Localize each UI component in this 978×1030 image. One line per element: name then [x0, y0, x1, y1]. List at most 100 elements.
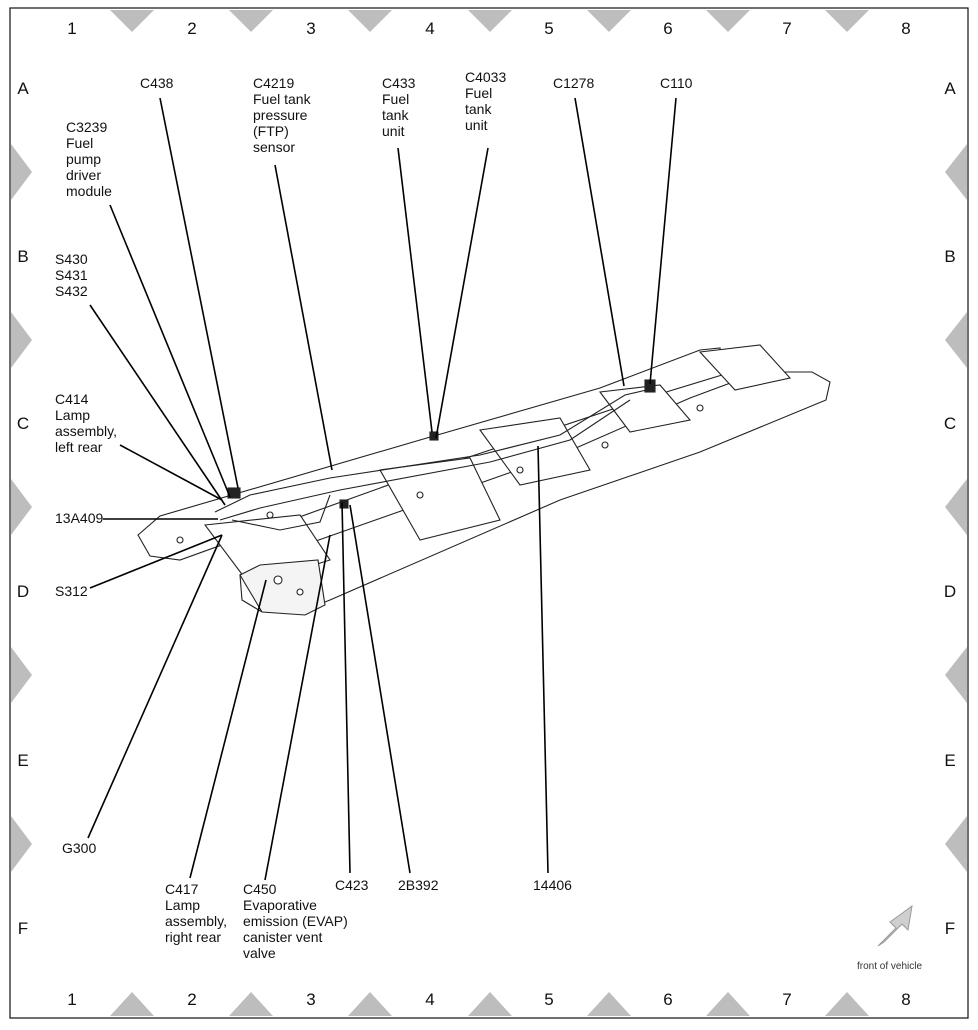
callout-c1278: C1278 [553, 75, 594, 91]
callout-g300: G300 [62, 840, 96, 856]
grid-bottom-triangle [706, 992, 750, 1016]
callout-g300-line: G300 [62, 840, 96, 856]
front-of-vehicle-arrow-icon [877, 904, 913, 947]
callout-c433-line: Fuel [382, 91, 409, 107]
grid-top-triangle [825, 10, 869, 32]
grid-column-top-6: 6 [663, 19, 672, 38]
callout-c3239-line: driver [66, 167, 101, 183]
grid-right-triangle [945, 816, 967, 872]
grid-top-triangle [587, 10, 631, 32]
grid-left-triangle [11, 647, 32, 703]
callout-c4219-line: C4219 [253, 75, 294, 91]
callout-c4219-line: Fuel tank [253, 91, 312, 107]
grid-top-triangle [110, 10, 154, 32]
grid-top-triangle [468, 10, 512, 32]
callout-c414-line: C414 [55, 391, 89, 407]
callout-c3239-line: pump [66, 151, 101, 167]
grid-bottom-triangle [229, 992, 273, 1016]
callout-c417-line: assembly, [165, 913, 227, 929]
grid-row-left-B: B [17, 247, 28, 266]
vehicle-frame-drawing [137, 344, 831, 616]
grid-left-triangle [11, 479, 32, 535]
grid-column-bottom-5: 5 [544, 990, 553, 1009]
callout-c4219-line: (FTP) [253, 123, 289, 139]
callout-c450-line: canister vent [243, 929, 322, 945]
grid-column-top-8: 8 [901, 19, 910, 38]
grid-bottom-triangle [348, 992, 392, 1016]
callout-s312-line: S312 [55, 583, 88, 599]
leader-line-c110 [649, 97, 677, 385]
callout-c4033-line: Fuel [465, 85, 492, 101]
front-of-vehicle-indicator: front of vehicle [857, 904, 922, 972]
grid-top-triangle [229, 10, 273, 32]
leader-line-c4033 [435, 147, 489, 439]
grid-row-left-A: A [17, 79, 29, 98]
callout-c433-line: unit [382, 123, 405, 139]
grid-row-left-F: F [18, 919, 28, 938]
leader-line-c450 [264, 534, 331, 881]
leader-line-c433 [397, 147, 433, 433]
grid-row-left-C: C [17, 414, 29, 433]
callout-s430-line: S431 [55, 267, 88, 283]
grid-row-right-F: F [945, 919, 955, 938]
grid-column-top-4: 4 [425, 19, 434, 38]
grid-column-top-5: 5 [544, 19, 553, 38]
grid-row-right-D: D [944, 582, 956, 601]
grid-bottom-triangle [825, 992, 869, 1016]
leader-line-2b392 [349, 504, 411, 874]
callout-c3239-line: module [66, 183, 112, 199]
grid-top-triangle [706, 10, 750, 32]
callout-2b392: 2B392 [398, 877, 439, 893]
grid-right-triangle [945, 479, 967, 535]
callout-c423-line: C423 [335, 877, 369, 893]
grid-column-bottom-2: 2 [187, 990, 196, 1009]
grid-column-bottom-6: 6 [663, 990, 672, 1009]
grid-column-top-3: 3 [306, 19, 315, 38]
callout-s430-line: S430 [55, 251, 88, 267]
callout-c450-line: C450 [243, 881, 277, 897]
callout-14406-line: 14406 [533, 877, 572, 893]
leader-line-c3239 [109, 204, 231, 498]
leader-line-s430 [89, 304, 226, 506]
callout-c4219-line: pressure [253, 107, 308, 123]
callout-c450-line: valve [243, 945, 276, 961]
leader-line-c438 [159, 97, 239, 489]
callout-s430-line: S432 [55, 283, 88, 299]
callout-c4219-line: sensor [253, 139, 295, 155]
grid-column-bottom-7: 7 [782, 990, 791, 1009]
callout-c433-line: C433 [382, 75, 416, 91]
leader-line-c417 [189, 579, 267, 879]
callout-leaders [87, 97, 677, 881]
grid-column-top-7: 7 [782, 19, 791, 38]
grid-column-bottom-3: 3 [306, 990, 315, 1009]
leader-line-s312 [89, 534, 223, 589]
callout-13a409-line: 13A409 [55, 510, 103, 526]
callout-c4033-line: C4033 [465, 69, 506, 85]
leader-line-c1278 [574, 97, 625, 387]
grid-column-bottom-1: 1 [67, 990, 76, 1009]
leader-line-14406 [537, 445, 549, 874]
grid-row-right-C: C [944, 414, 956, 433]
callout-c4033-line: unit [465, 117, 488, 133]
grid-right-triangle [945, 647, 967, 703]
callout-c3239-line: Fuel [66, 135, 93, 151]
callout-13a409: 13A409 [55, 510, 103, 526]
callout-c417-line: C417 [165, 881, 199, 897]
callout-c110-line: C110 [660, 75, 693, 91]
callout-c417-line: right rear [165, 929, 221, 945]
leader-line-c414 [119, 444, 223, 501]
callout-c414-line: Lamp [55, 407, 90, 423]
callout-c110: C110 [660, 75, 693, 91]
grid-top-triangle [348, 10, 392, 32]
grid-left-triangle [11, 816, 32, 872]
grid-column-bottom-8: 8 [901, 990, 910, 1009]
